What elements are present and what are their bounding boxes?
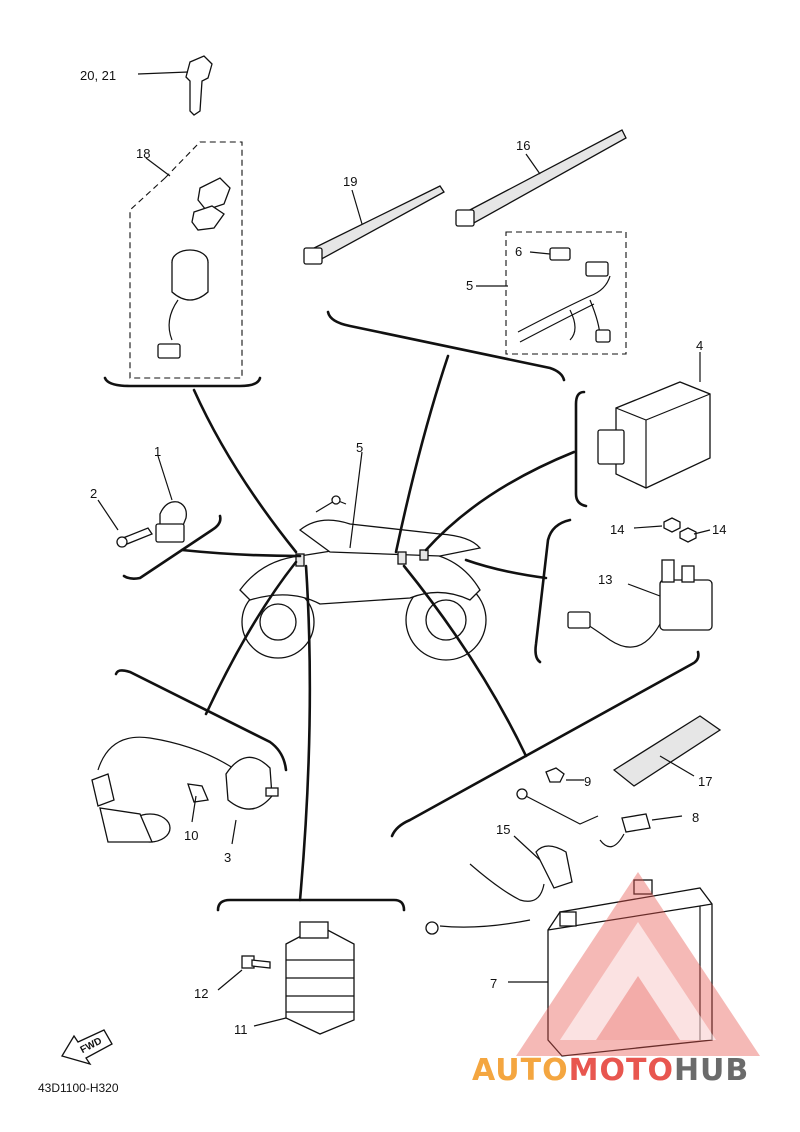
callout-18: 18: [136, 146, 150, 161]
watermark-text: AUTOMOTOHUB: [472, 1053, 749, 1088]
callout-5-chassis: 5: [356, 440, 363, 455]
wire-harness-group: [326, 231, 627, 382]
callout-13: 13: [598, 572, 612, 587]
callout-15: 15: [496, 822, 510, 837]
callout-14-left: 14: [610, 522, 624, 537]
key-part: [137, 55, 213, 116]
cable-tie-16: [455, 129, 627, 227]
callout-2: 2: [90, 486, 97, 501]
callout-11: 11: [234, 1022, 248, 1037]
starter-relay-13: [534, 517, 713, 664]
callout-9: 9: [584, 774, 591, 789]
rectifier-regulator-11: [216, 898, 406, 1035]
fwd-arrow: [61, 1029, 113, 1066]
callout-10: 10: [184, 828, 198, 843]
callout-16: 16: [516, 138, 530, 153]
watermark-logo: [516, 872, 760, 1056]
ignition-coil-3: [91, 669, 288, 845]
callout-5-harness: 5: [466, 278, 473, 293]
leader-lines: [180, 354, 576, 902]
callout-12: 12: [194, 986, 208, 1001]
callout-20-21: 20, 21: [80, 68, 116, 83]
drawing-code: 43D1100-H320: [38, 1081, 119, 1095]
callout-14-right: 14: [712, 522, 726, 537]
cable-tie-19: [303, 185, 445, 265]
callout-6: 6: [515, 244, 522, 259]
callout-3: 3: [224, 850, 231, 865]
callout-labels: 20, 21 18 19 16 6 5 4 5 1 2 14 14 13 9 1…: [80, 68, 726, 1037]
callout-8: 8: [692, 810, 699, 825]
callout-1: 1: [154, 444, 161, 459]
relay-unit-4: [574, 352, 711, 508]
main-switch-group: [103, 141, 262, 388]
callout-7: 7: [490, 976, 497, 991]
callout-4: 4: [696, 338, 703, 353]
neutral-switch-1: [97, 455, 222, 580]
callout-17: 17: [698, 774, 712, 789]
battery-group: [390, 650, 722, 1057]
callout-19: 19: [343, 174, 357, 189]
